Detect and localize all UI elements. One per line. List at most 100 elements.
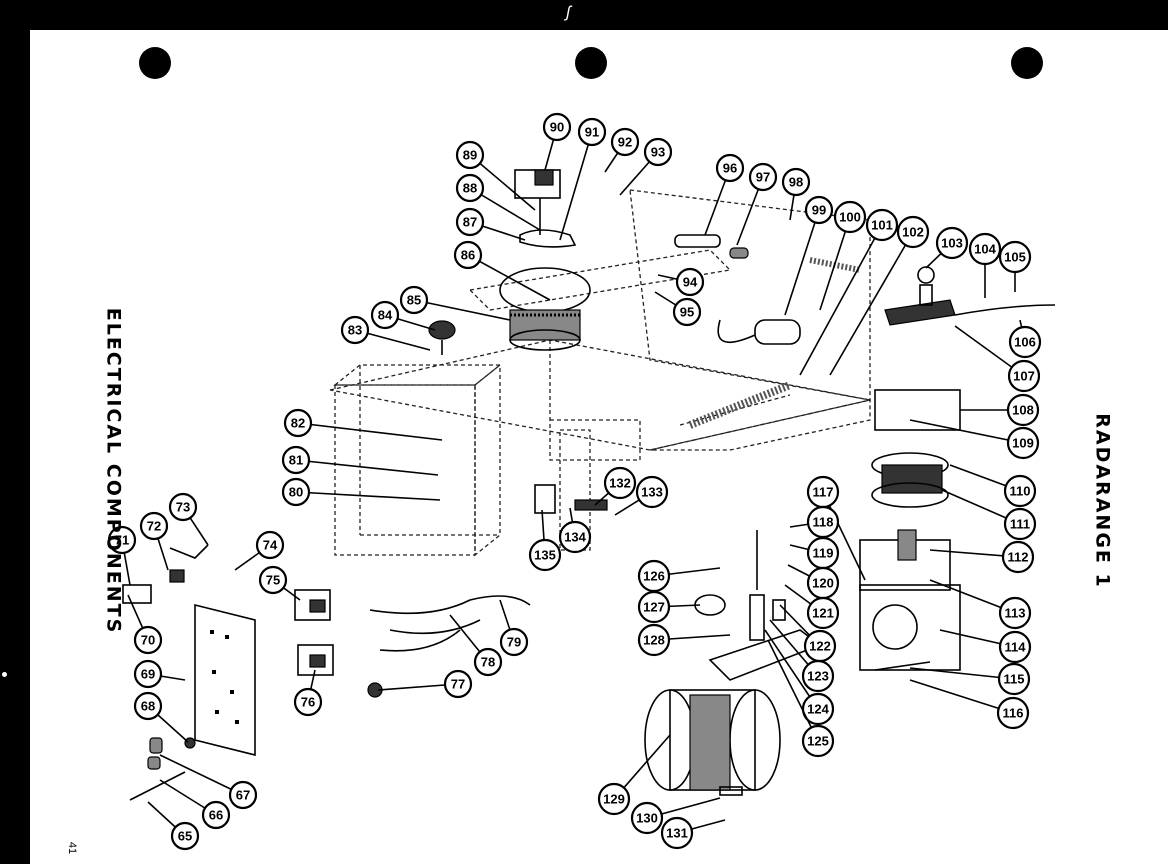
callout-74: 74 [255,530,285,560]
callout-label: 86 [461,248,475,263]
callout-label: 97 [756,170,770,185]
callout-circle [258,565,288,595]
callout-label: 111 [1010,517,1030,532]
callout-134: 134 [558,520,592,554]
leader-line-115 [909,667,1015,680]
callout-circle [998,630,1032,664]
callout-circle [453,240,483,270]
callout-circle [577,117,607,147]
callout-83: 83 [340,315,370,345]
callout-102: 102 [896,215,930,249]
callout-label: 106 [1014,335,1036,350]
callout-label: 122 [809,639,831,654]
vent-grille [688,257,861,429]
callout-circle [133,625,163,655]
callout-98: 98 [781,167,811,197]
callout-circle [660,816,694,850]
callout-circle [998,240,1032,274]
callout-circle [804,195,834,225]
callout-label: 115 [1004,672,1025,687]
callout-70: 70 [133,625,163,655]
callout-93: 93 [643,137,673,167]
fan-motor-assembly [514,169,577,248]
callout-113: 113 [998,596,1032,630]
callout-110: 110 [1003,474,1037,508]
callout-circle [133,659,163,689]
callout-circle [281,477,311,507]
callout-label: 89 [463,148,477,163]
capacitor-wire [674,234,801,345]
leader-line-85 [413,299,511,321]
callout-label: 120 [812,576,834,591]
callout-circle [610,127,640,157]
callout-95: 95 [672,297,702,327]
callout-label: 83 [348,323,362,338]
callout-label: 105 [1004,250,1026,265]
callout-label: 96 [723,161,737,176]
callout-label: 126 [643,569,665,584]
callout-130: 130 [630,801,664,835]
callout-99: 99 [804,195,834,225]
callout-104: 104 [968,232,1002,266]
binder-hole-center [575,47,607,79]
callout-101: 101 [865,208,899,242]
callout-89: 89 [455,140,485,170]
callout-66: 66 [201,800,231,830]
callout-125: 125 [801,724,835,758]
callout-label: 72 [147,519,161,534]
section-title: ELECTRICAL COMPONENTS [102,307,125,635]
callout-label: 99 [812,203,826,218]
callout-circle [998,596,1032,630]
corner-mark-glyph: ʃ [566,4,571,21]
callout-119: 119 [806,536,840,570]
callout-75: 75 [258,565,288,595]
callout-label: 103 [941,236,963,251]
exploded-diagram: 6566676869707172737475767778798081828384… [107,47,1056,851]
callout-87: 87 [455,207,485,237]
callout-circle [281,445,311,475]
callout-circle [1006,393,1040,427]
callout-circle [255,530,285,560]
callout-circle [558,520,592,554]
callout-label: 81 [289,453,303,468]
callout-81: 81 [281,445,311,475]
callout-circle [370,300,400,330]
callout-circle [455,140,485,170]
callout-label: 65 [178,829,192,844]
callout-label: 113 [1005,606,1026,621]
callout-circle [528,538,562,572]
callout-109: 109 [1006,426,1040,460]
callout-label: 87 [463,215,477,230]
callout-label: 131 [666,826,688,841]
magnetron-assembly [859,266,1056,671]
callout-circle [637,590,671,624]
callout-circle [1003,507,1037,541]
callout-label: 67 [236,788,250,803]
callout-label: 129 [603,792,625,807]
callout-91: 91 [577,117,607,147]
callout-label: 73 [176,500,190,515]
callout-circle [228,780,258,810]
callout-label: 69 [141,667,155,682]
callout-71: 71 [107,525,137,555]
leader-line-109 [909,419,1024,444]
callout-label: 101 [871,218,893,233]
callout-circle [170,821,200,851]
callout-94: 94 [675,267,705,297]
callout-118: 118 [806,505,840,539]
callout-107: 107 [1007,359,1041,393]
callout-circle [139,511,169,541]
callout-122: 122 [803,629,837,663]
callout-circle [283,408,313,438]
binder-hole-left [139,47,171,79]
callout-circle [542,112,572,142]
callout-label: 85 [407,293,421,308]
callout-label: 93 [651,145,665,160]
callout-layer: 6566676869707172737475767778798081828384… [107,112,1042,851]
callout-label: 79 [507,635,521,650]
callout-label: 110 [1010,484,1031,499]
callout-circle [630,801,664,835]
callout-label: 132 [609,476,631,491]
callout-circle [715,153,745,183]
